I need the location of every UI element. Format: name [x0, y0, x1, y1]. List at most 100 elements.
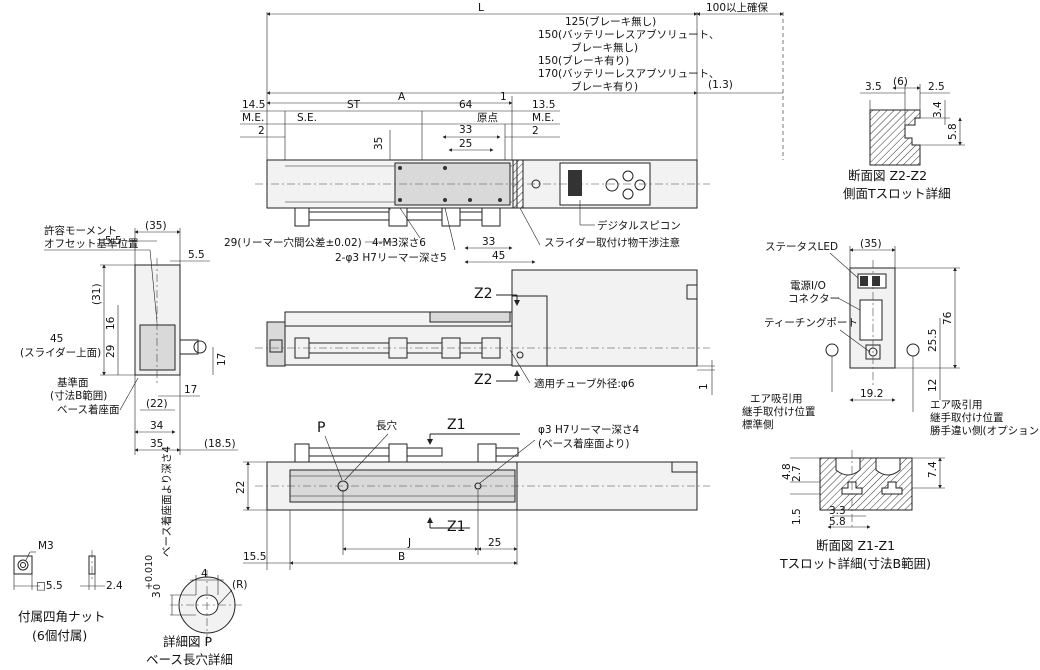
dim-5-5-b: 5.5 — [188, 249, 205, 261]
label-air-opt-1: エア吸引用 — [930, 398, 983, 411]
label-moment-2: オフセット基準位置 — [44, 237, 139, 250]
dim-29: 29 — [105, 345, 117, 358]
right-end-view: (35) ステータスLED 電源I/O コネクター ティーチングポート 76 2… — [742, 238, 1040, 437]
dim-35-right: (35) — [860, 238, 882, 250]
label-P: P — [317, 420, 325, 436]
dim-31: (31) — [91, 283, 103, 305]
side-view: Z2 Z2 適用チューブ外径:φ6 1 — [255, 269, 715, 395]
label-slider-top-face: (スライダー上面) — [20, 346, 101, 359]
dim-1-3: (1.3) — [708, 79, 733, 91]
dim-2-7-z1: 2.7 — [791, 465, 803, 482]
dim-B: B — [398, 551, 405, 563]
dim-3-4-z2: 3.4 — [932, 101, 944, 118]
dim-17-b: 17 — [184, 384, 197, 396]
dim-100-secure: 100以上確保 — [706, 1, 769, 14]
dim-7-4-z1: 7.4 — [927, 461, 939, 478]
left-end-view: (35) 許容モーメント オフセット基準位置 5.5 5.5 (31) 16 2… — [20, 220, 238, 455]
caption-z1-1: 断面図 Z1-Z1 — [816, 538, 895, 553]
label-base-face: ベース着座面 — [57, 403, 119, 416]
dim-35-left-b: 35 — [150, 438, 163, 450]
dim-12: 12 — [927, 379, 939, 392]
dim-16: 16 — [105, 316, 117, 330]
dim-14-5: 14.5 — [242, 99, 265, 111]
dim-1-5-z1: 1.5 — [791, 508, 803, 525]
label-me-right: M.E. — [532, 112, 554, 124]
dim-2-5-z2: 2.5 — [928, 81, 945, 93]
section-z2-bottom: Z2 — [474, 372, 493, 388]
label-nut-m3: M3 — [38, 540, 54, 552]
note-line-1: 125(ブレーキ無し) — [565, 15, 656, 28]
section-z1-bottom: Z1 — [447, 519, 466, 535]
dim-5-8-z1: 5.8 — [829, 516, 846, 528]
label-ref-face: 基準面 — [57, 376, 89, 389]
caption-detailp-2: ベース長穴詳細 — [146, 652, 233, 667]
dim-25-bottom: 25 — [488, 537, 501, 549]
dim-nut-5-5: □5.5 — [36, 580, 63, 592]
dim-25-5: 25.5 — [927, 329, 939, 352]
label-air-std-3: 標準側 — [742, 418, 774, 431]
label-slider-interference: スライダー取付け物干渉注意 — [544, 236, 680, 249]
label-status-led: ステータスLED — [765, 241, 838, 253]
caption-nut-1: 付属四角ナット — [18, 609, 106, 624]
dim-22-left: (22) — [146, 398, 168, 410]
dim-18-5: (18.5) — [204, 438, 236, 450]
label-from-base: (ベース着座面より) — [538, 437, 629, 450]
dim-5-8-z2: 5.8 — [947, 123, 959, 140]
section-z1-top: Z1 — [447, 417, 466, 433]
section-z2-detail: (6) 3.5 2.5 3.4 5.8 断面図 Z2-Z2 側面Tスロット詳細 — [843, 76, 965, 201]
dim-34: 34 — [150, 420, 164, 432]
label-tube-diameter: 適用チューブ外径:φ6 — [534, 377, 635, 390]
dim-22-bottom: 22 — [235, 481, 247, 494]
dim-2-right: 2 — [532, 125, 539, 137]
label-digital-speed-con: デジタルスピコン — [597, 219, 681, 232]
caption-z2-2: 側面Tスロット詳細 — [843, 186, 951, 201]
caption-z1-2: Tスロット詳細(寸法B範囲) — [779, 556, 931, 571]
label-air-std-2: 継手取付け位置 — [742, 405, 816, 418]
note-line-2: 150(バッテリーレスアブソリュート、 — [538, 28, 719, 41]
dim-1-side: 1 — [698, 383, 710, 390]
tol-zero: 0 — [152, 584, 163, 590]
dim-35-vertical: 35 — [373, 137, 385, 150]
dim-L: L — [478, 2, 484, 14]
label-air-opt-2: 継手取付け位置 — [930, 411, 1004, 424]
label-me-left: M.E. — [242, 112, 264, 124]
dim-25: 25 — [459, 138, 472, 150]
label-air-opt-3: 勝手違い側(オプション) — [930, 424, 1040, 437]
label-m3-depth: 4-M3深さ6 — [372, 237, 426, 249]
dim-3-detailp: 3 — [151, 591, 163, 598]
square-nut-detail: M3 □5.5 2.4 付属四角ナット (6個付属) — [13, 540, 123, 643]
caption-z2-1: 断面図 Z2-Z2 — [848, 168, 927, 183]
caption-nut-2: (6個付属) — [32, 628, 87, 643]
square-nut-front — [13, 555, 33, 575]
dim-76: 76 — [942, 311, 954, 325]
dim-A: A — [398, 91, 406, 103]
label-reamer-tolerance: 29(リーマー穴間公差±0.02) — [224, 236, 362, 249]
dim-ST: ST — [347, 99, 361, 111]
label-power-io: 電源I/O — [790, 279, 826, 292]
dim-J: J — [407, 537, 411, 549]
detail-p: 4 (R) 3 +0.010 0 ベース着座面より深さ4 詳細図 P ベース長穴… — [144, 446, 248, 667]
dim-45: 45 — [492, 250, 505, 262]
bottom-view: P 長穴 Z1 φ3 H7リーマー深さ4 (ベース着座面より) Z1 22 J … — [235, 417, 710, 570]
dim-4-8-z1: 4.8 — [781, 463, 793, 480]
label-phi3-reamer-bottom: φ3 H7リーマー深さ4 — [538, 424, 640, 436]
dim-5-5-a: 5.5 — [105, 235, 122, 247]
dim-nut-2-4: 2.4 — [106, 580, 123, 592]
note-line-5: 170(バッテリーレスアブソリュート、 — [538, 67, 719, 80]
label-long-hole: 長穴 — [376, 419, 397, 432]
tol-plus: +0.010 — [144, 555, 155, 590]
note-line-4: 150(ブレーキ有り) — [538, 54, 629, 67]
section-z2-top: Z2 — [474, 286, 493, 302]
label-origin: 原点 — [477, 112, 498, 124]
note-line-6: ブレーキ有り) — [571, 80, 638, 93]
dim-45-left: 45 — [50, 333, 63, 345]
dim-33: 33 — [459, 124, 472, 136]
caption-detailp-1: 詳細図 P — [163, 634, 212, 649]
dim-3-3-z1: 3.3 — [829, 505, 846, 517]
label-depth-from-base: ベース着座面より深さ4 — [160, 446, 173, 557]
dim-17-a: 17 — [216, 353, 228, 366]
note-line-3: ブレーキ無し) — [571, 41, 638, 54]
dim-3-5-z2: 3.5 — [865, 81, 882, 93]
dim-6-z2: (6) — [893, 76, 908, 88]
